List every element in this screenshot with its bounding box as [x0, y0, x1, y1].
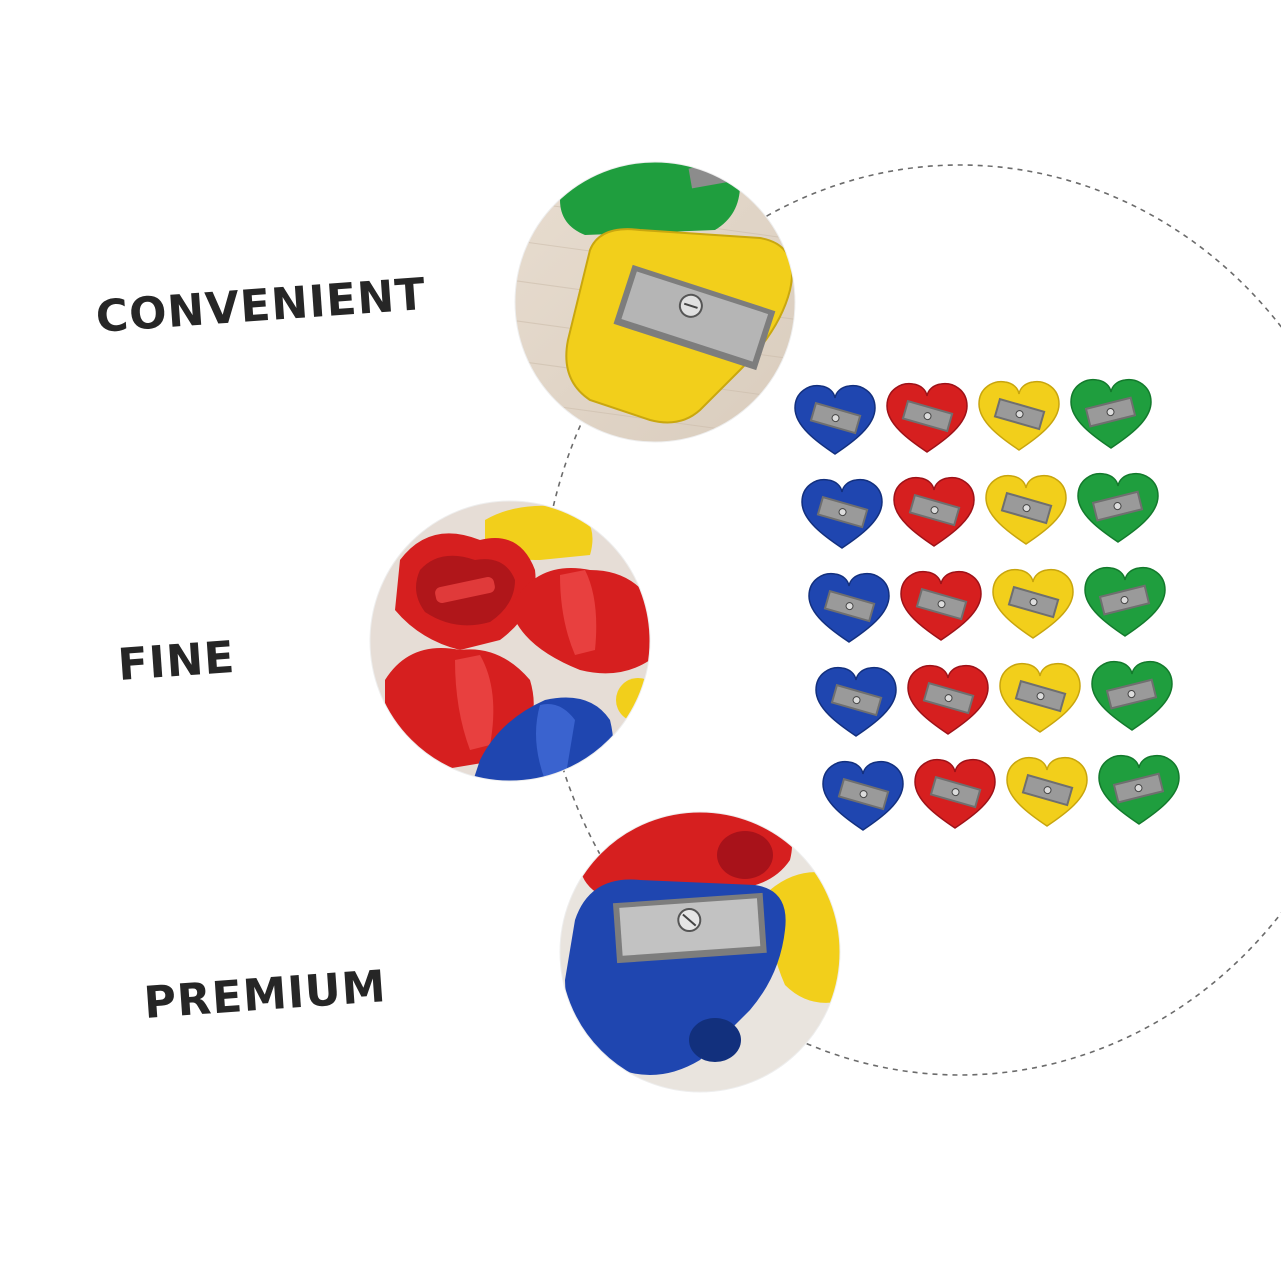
green-heart-sharpener	[1098, 754, 1180, 825]
blue-heart-sharpener	[801, 478, 883, 549]
red-heart-sharpener	[893, 476, 975, 547]
yellow-heart-sharpener	[985, 474, 1067, 545]
blue-heart-sharpener	[808, 572, 890, 643]
red-heart-sharpener	[886, 382, 968, 453]
green-heart-sharpener	[1070, 378, 1152, 449]
blue-heart-sharpener	[822, 760, 904, 831]
yellow-heart-sharpener	[999, 662, 1081, 733]
red-heart-sharpener	[907, 664, 989, 735]
red-heart-sharpener	[914, 758, 996, 829]
yellow-green-sharpener-closeup-photo	[514, 161, 796, 443]
blue-red-yellow-sharpener-closeup-photo	[559, 811, 841, 1093]
red-heart-sharpener	[900, 570, 982, 641]
product-grid	[794, 378, 1180, 831]
yellow-heart-sharpener	[978, 380, 1060, 451]
red-blue-sharpener-interior-photo	[369, 500, 651, 782]
blue-heart-sharpener	[794, 384, 876, 455]
green-heart-sharpener	[1091, 660, 1173, 731]
blue-heart-sharpener	[815, 666, 897, 737]
green-heart-sharpener	[1077, 472, 1159, 543]
feature-label-fine: FINE	[116, 631, 237, 691]
yellow-heart-sharpener	[992, 568, 1074, 639]
yellow-heart-sharpener	[1006, 756, 1088, 827]
green-heart-sharpener	[1084, 566, 1166, 637]
